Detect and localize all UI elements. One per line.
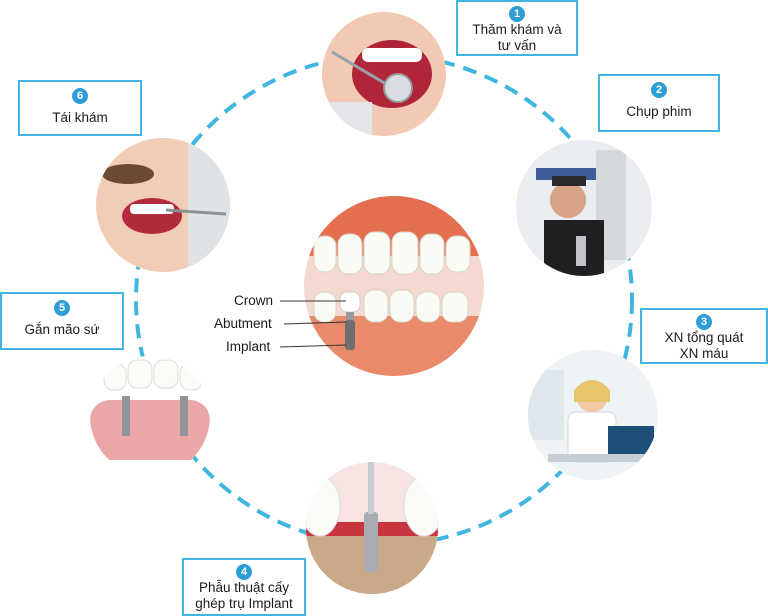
- step-3-box: 3 XN tổng quát XN máu: [640, 308, 768, 364]
- step-1-line1: Thăm khám và: [472, 22, 562, 37]
- step-6-badge: 6: [72, 88, 88, 104]
- crown-label: Crown: [234, 293, 274, 308]
- implant-label: Implant: [226, 339, 271, 354]
- step-2-box: 2 Chụp phim: [598, 74, 720, 132]
- step-1-line2: tư vấn: [497, 38, 537, 53]
- step-1-badge: 1: [509, 6, 525, 22]
- step-5-line1: Gắn mão sứ: [24, 322, 100, 337]
- crown-photo: [90, 356, 210, 476]
- followup-photo: [96, 138, 230, 272]
- xray-photo: [516, 140, 652, 276]
- step-4-badge: 4: [236, 564, 252, 580]
- step-6-box: 6 Tái khám: [18, 80, 142, 136]
- exam-photo: [322, 12, 446, 136]
- step-5-badge: 5: [54, 300, 70, 316]
- step-1-box: 1 Thăm khám và tư vấn: [456, 0, 578, 56]
- step-3-badge: 3: [696, 314, 712, 330]
- step-3-line2: XN máu: [679, 346, 729, 361]
- step-3-line1: XN tổng quát: [664, 330, 744, 345]
- implant-illustration: [304, 196, 484, 376]
- step-2-badge: 2: [651, 82, 667, 98]
- step-4-box: 4 Phẫu thuật cấy ghép trụ Implant: [182, 558, 306, 616]
- step-4-line2: ghép trụ Implant: [195, 596, 293, 611]
- doctor-photo: [528, 350, 658, 480]
- step-6-line1: Tái khám: [52, 110, 108, 125]
- abutment-label: Abutment: [214, 316, 272, 331]
- step-5-box: 5 Gắn mão sứ: [0, 292, 124, 350]
- step-2-line1: Chụp phim: [626, 104, 692, 119]
- step-4-line1: Phẫu thuật cấy: [198, 580, 290, 595]
- surgery-photo: [306, 462, 438, 594]
